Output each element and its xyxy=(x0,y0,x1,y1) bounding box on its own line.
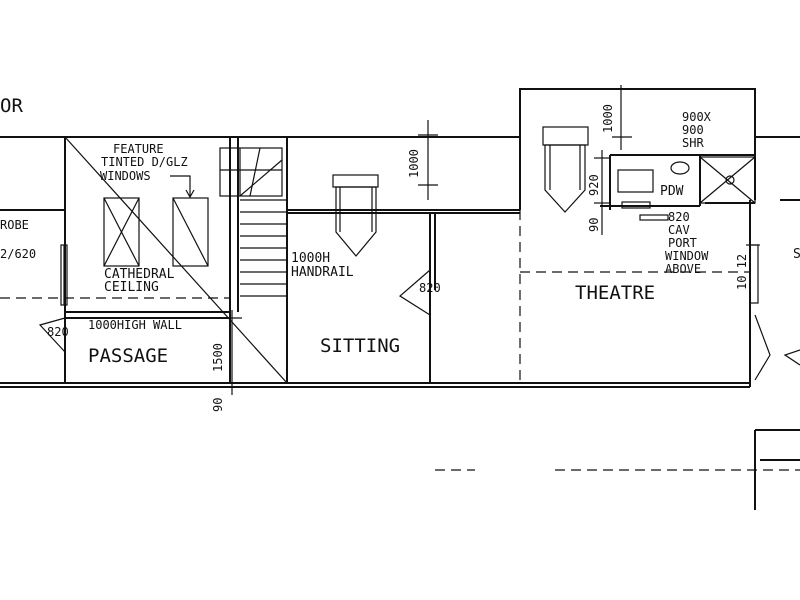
pdw-fixtures xyxy=(617,156,756,221)
above-label: ABOVE xyxy=(665,262,701,276)
handrail-label: HANDRAIL xyxy=(291,265,354,280)
robe-label: ROBE xyxy=(0,218,29,232)
feature-windows xyxy=(64,136,288,384)
ceiling-label: CEILING xyxy=(104,280,159,295)
staircase xyxy=(219,147,287,297)
theatre-room-label: THEATRE xyxy=(575,282,655,304)
internal-walls xyxy=(0,137,755,383)
feature-label: FEATURE xyxy=(113,142,164,156)
passage-door xyxy=(38,317,66,353)
high-wall-label: 1000HIGH WALL xyxy=(88,318,182,332)
stair-winder xyxy=(219,147,283,197)
robe-door-label: 2/620 xyxy=(0,247,36,261)
dim-1000-mid: 1000 xyxy=(407,149,421,178)
dim-90-bottom: 90 xyxy=(211,398,225,412)
port-label: PORT xyxy=(668,236,697,250)
sitting-door xyxy=(398,269,431,316)
heading-fragment: OR xyxy=(0,95,23,117)
pdw-label: PDW xyxy=(660,184,684,199)
stair-winder-line xyxy=(249,147,261,197)
dim-920: 920 xyxy=(587,174,601,196)
shower-label: SHR xyxy=(682,136,704,150)
window-label: WINDOW xyxy=(665,249,709,263)
cav-width: 820 xyxy=(668,210,690,224)
passage-door-width: 820 xyxy=(47,325,69,339)
cathedral-label: CATHEDRAL xyxy=(104,267,175,282)
passage-room-label: PASSAGE xyxy=(88,345,168,367)
dimension-lines xyxy=(224,85,760,395)
dim-90-right: 90 xyxy=(587,218,601,232)
stair-winder-line xyxy=(239,159,283,197)
sitting-room-label: SITTING xyxy=(320,335,400,357)
dashed-lines xyxy=(0,210,800,471)
handrail-height-label: 1000H xyxy=(291,251,330,266)
sitting-door-width: 820 xyxy=(419,281,441,295)
cav-window xyxy=(749,244,800,381)
tinted-label: TINTED D/GLZ xyxy=(101,155,188,169)
windows-label: WINDOWS xyxy=(100,169,151,183)
right-edge-label: S xyxy=(793,247,800,262)
handrail-1000h xyxy=(332,174,379,257)
shower-size-label-2: 900 xyxy=(682,123,704,137)
theatre-feature xyxy=(542,126,589,213)
shower-size-label: 900X xyxy=(682,110,712,124)
dim-1000-top: 1000 xyxy=(601,104,615,133)
cav-label: CAV xyxy=(668,223,690,237)
dim-1500: 1500 xyxy=(211,343,225,372)
labels: OR FEATURE TINTED D/GLZ WINDOWS ROBE 2/6… xyxy=(0,95,800,412)
robe-door xyxy=(60,244,68,306)
dim-10-12: 10 12 xyxy=(735,254,749,290)
